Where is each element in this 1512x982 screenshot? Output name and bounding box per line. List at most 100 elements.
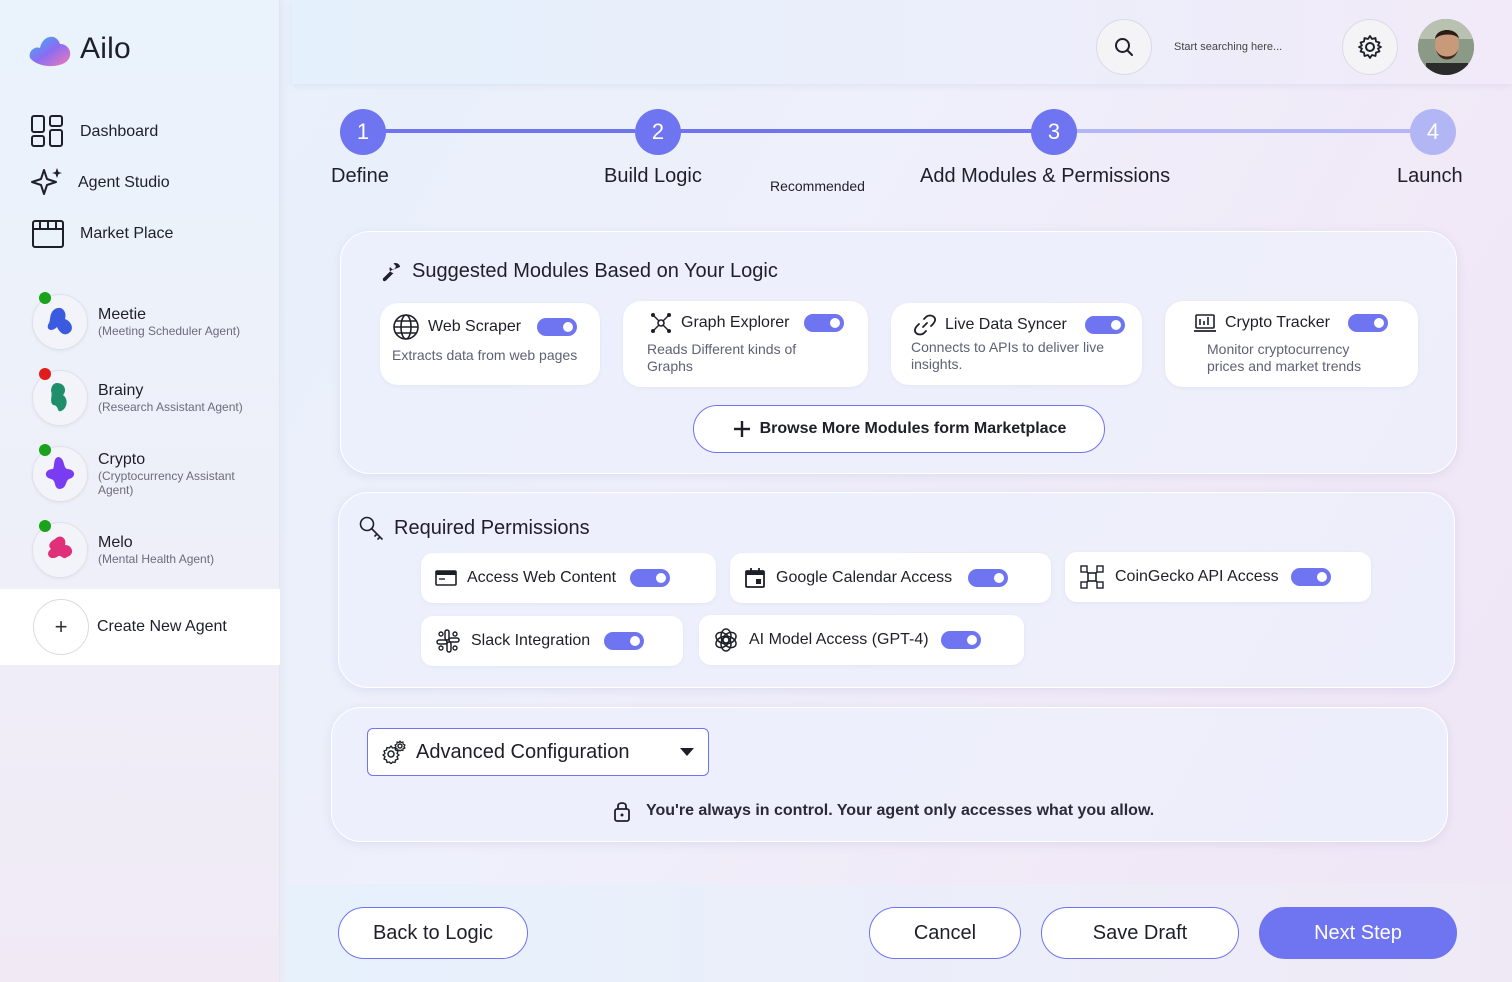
module-toggle[interactable] bbox=[537, 318, 578, 336]
browse-marketplace-button[interactable]: Browse More Modules form Marketplace bbox=[693, 405, 1105, 453]
gear-icon bbox=[1358, 35, 1382, 59]
module-web-scraper[interactable]: Web Scraper Extracts data from web pages bbox=[380, 303, 600, 385]
wrench-icon bbox=[382, 262, 400, 281]
status-dot bbox=[39, 444, 51, 456]
step-2-label: Build Logic bbox=[604, 165, 702, 187]
search-button[interactable] bbox=[1096, 19, 1152, 75]
brand[interactable]: Ailo bbox=[26, 28, 131, 70]
dashboard-grid-icon bbox=[31, 115, 63, 147]
storefront-icon bbox=[32, 220, 64, 248]
advanced-configuration-dropdown[interactable]: Advanced Configuration bbox=[367, 728, 709, 776]
top-bar: Start searching here... bbox=[292, 0, 1512, 84]
sparkle-icon bbox=[31, 168, 62, 195]
permission-toggle[interactable] bbox=[604, 632, 645, 650]
agent-brainy[interactable]: Brainy (Research Assistant Agent) bbox=[32, 368, 243, 426]
permission-label: Slack Integration bbox=[471, 632, 591, 649]
avatar bbox=[32, 444, 88, 502]
module-name: Live Data Syncer bbox=[945, 316, 1067, 333]
permission-label: CoinGecko API Access bbox=[1115, 568, 1279, 585]
settings-button[interactable] bbox=[1342, 19, 1398, 75]
module-toggle[interactable] bbox=[803, 314, 844, 332]
module-description: Extracts data from web pages bbox=[392, 347, 578, 363]
agent-description: (Mental Health Agent) bbox=[98, 552, 215, 566]
agent-description: (Meeting Scheduler Agent) bbox=[98, 324, 241, 338]
module-graph-explorer[interactable]: Graph Explorer Reads Different kinds of … bbox=[623, 301, 868, 387]
calendar-icon bbox=[745, 568, 765, 588]
key-icon bbox=[359, 516, 383, 540]
module-live-data-syncer[interactable]: Live Data Syncer Connects to APIs to del… bbox=[891, 303, 1142, 385]
create-agent-label: Create New Agent bbox=[97, 618, 227, 635]
browser-window-icon bbox=[435, 570, 457, 586]
laptop-chart-icon bbox=[1194, 314, 1216, 332]
nav-agent-studio-label: Agent Studio bbox=[78, 174, 170, 191]
search-icon bbox=[1115, 38, 1133, 56]
stepper-line-3 bbox=[1076, 129, 1412, 133]
permission-access-web-content[interactable]: Access Web Content bbox=[421, 553, 716, 603]
module-description: Monitor cryptocurrency prices and market… bbox=[1207, 341, 1362, 374]
module-name: Graph Explorer bbox=[681, 314, 790, 331]
permission-toggle[interactable] bbox=[1290, 568, 1331, 586]
brand-logo-icon bbox=[29, 36, 71, 67]
module-toggle[interactable] bbox=[1347, 314, 1388, 332]
gears-icon bbox=[382, 740, 406, 764]
agent-blob-icon bbox=[47, 307, 72, 335]
permission-label: Google Calendar Access bbox=[776, 569, 953, 586]
agent-melo[interactable]: Melo (Mental Health Agent) bbox=[32, 520, 215, 578]
permission-google-calendar[interactable]: Google Calendar Access bbox=[730, 553, 1051, 603]
control-note: You're always in control. Your agent onl… bbox=[612, 800, 1154, 822]
permission-slack-integration[interactable]: Slack Integration bbox=[421, 616, 683, 666]
openai-icon bbox=[715, 628, 737, 652]
step-3-circle[interactable]: 3 bbox=[1031, 109, 1077, 155]
agent-name: Meetie bbox=[98, 306, 147, 323]
nav-market-place-label: Market Place bbox=[80, 225, 174, 242]
agent-blob-icon bbox=[51, 383, 67, 412]
browse-label: Browse More Modules form Marketplace bbox=[759, 420, 1067, 437]
nav-market-place[interactable]: Market Place bbox=[30, 217, 173, 251]
step-1-label: Define bbox=[331, 165, 389, 187]
create-new-agent-button[interactable]: + Create New Agent bbox=[0, 589, 280, 665]
cancel-button[interactable]: Cancel bbox=[869, 907, 1021, 959]
user-photo bbox=[1418, 19, 1474, 75]
nav-agent-studio[interactable]: Agent Studio bbox=[30, 166, 170, 200]
nav-dashboard[interactable]: Dashboard bbox=[30, 114, 158, 150]
agent-name: Brainy bbox=[98, 382, 144, 399]
link-icon bbox=[914, 314, 936, 336]
module-name: Crypto Tracker bbox=[1225, 314, 1330, 331]
permission-ai-model-access[interactable]: AI Model Access (GPT-4) bbox=[699, 615, 1024, 665]
next-step-button[interactable]: Next Step bbox=[1259, 907, 1457, 959]
permission-toggle[interactable] bbox=[940, 631, 981, 649]
agent-crypto[interactable]: Crypto (Cryptocurrency Assistant Agent) bbox=[32, 444, 258, 502]
graph-nodes-icon bbox=[651, 313, 671, 333]
step-2-circle[interactable]: 2 bbox=[635, 109, 681, 155]
permission-coingecko-api[interactable]: CoinGecko API Access bbox=[1065, 552, 1371, 602]
permission-toggle[interactable] bbox=[968, 569, 1009, 587]
globe-icon bbox=[393, 314, 419, 340]
step-1-circle[interactable]: 1 bbox=[340, 109, 386, 155]
module-description: Connects to APIs to deliver live insight… bbox=[911, 339, 1104, 372]
lock-icon bbox=[614, 802, 630, 822]
save-draft-button[interactable]: Save Draft bbox=[1041, 907, 1239, 959]
recommended-label: Recommended bbox=[770, 178, 865, 194]
agent-blob-icon bbox=[45, 457, 75, 489]
sidebar: Ailo Dashboard Agent Studio Market Place bbox=[0, 0, 280, 982]
agent-blob-icon bbox=[48, 536, 73, 559]
user-avatar[interactable] bbox=[1418, 19, 1474, 75]
step-4-circle[interactable]: 4 bbox=[1410, 109, 1456, 155]
agent-description: (Research Assistant Agent) bbox=[98, 400, 243, 414]
step-3-label: Add Modules & Permissions bbox=[920, 165, 1171, 187]
permission-toggle[interactable] bbox=[630, 569, 671, 587]
status-dot bbox=[39, 292, 51, 304]
module-crypto-tracker[interactable]: Crypto Tracker Monitor cryptocurrency pr… bbox=[1165, 301, 1418, 387]
agent-meetie[interactable]: Meetie (Meeting Scheduler Agent) bbox=[32, 292, 241, 350]
search-input[interactable]: Start searching here... bbox=[1174, 41, 1283, 53]
module-toggle[interactable] bbox=[1084, 316, 1125, 334]
slack-icon bbox=[436, 629, 460, 653]
module-description: Reads Different kinds of Graphs bbox=[647, 341, 797, 374]
stepper-line-1 bbox=[385, 129, 635, 133]
advanced-configuration-label: Advanced Configuration bbox=[416, 740, 630, 763]
brand-name: Ailo bbox=[80, 32, 131, 65]
avatar bbox=[32, 292, 88, 350]
avatar bbox=[32, 520, 88, 578]
agent-description: (Cryptocurrency Assistant Agent) bbox=[98, 469, 235, 497]
back-to-logic-button[interactable]: Back to Logic bbox=[338, 907, 528, 959]
